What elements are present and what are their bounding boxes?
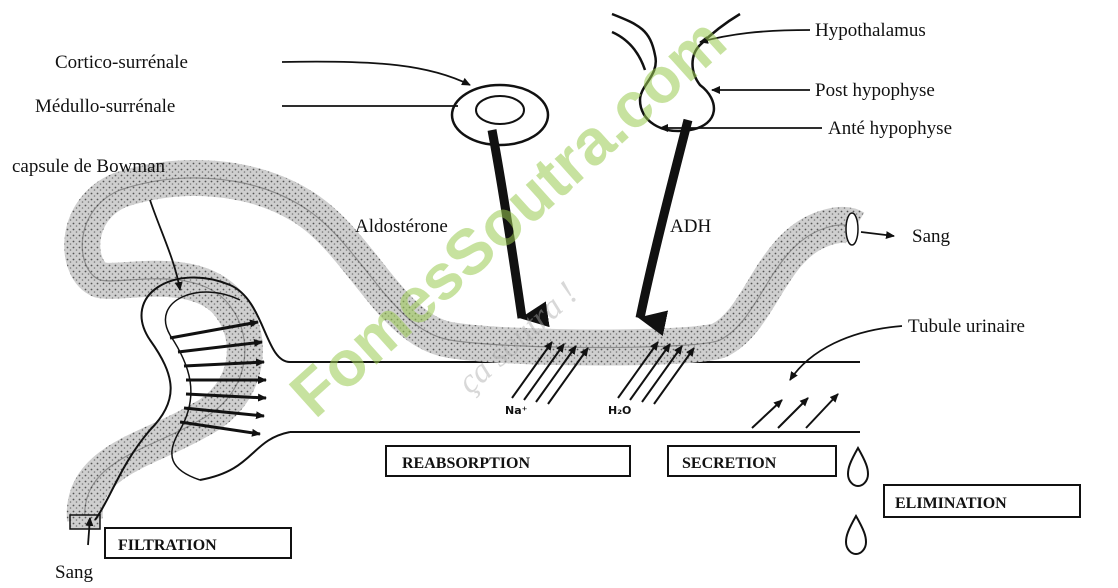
h2o-label: H₂O (608, 404, 631, 417)
adrenal-gland (452, 85, 548, 145)
cortico-label: Cortico-surrénale (55, 52, 188, 73)
droplet-icon (846, 516, 866, 554)
adh-label: ADH (670, 216, 711, 237)
vessel-inlet (70, 515, 100, 529)
droplet-icon (848, 448, 868, 486)
svg-text:REABSORPTION: REABSORPTION (402, 455, 530, 472)
ante-hypophyse-label: Anté hypophyse (828, 118, 952, 139)
elimination-box: ELIMINATION (884, 485, 1080, 517)
sang-in-label: Sang (55, 562, 94, 583)
secretion-box: SECRETION (668, 446, 836, 476)
svg-text:FILTRATION: FILTRATION (118, 537, 217, 554)
hypothalamus-label: Hypothalamus (815, 20, 926, 41)
post-hypophyse-label: Post hypophyse (815, 80, 935, 101)
sang-out-label: Sang (912, 226, 951, 247)
filtration-box: FILTRATION (105, 528, 291, 558)
na-label: Na⁺ (505, 404, 528, 417)
medullo-label: Médullo-surrénale (35, 96, 175, 117)
reabsorption-box: REABSORPTION (386, 446, 630, 476)
capsule-label: capsule de Bowman (12, 156, 166, 177)
svg-text:SECRETION: SECRETION (682, 455, 777, 472)
vessel-outlet (846, 213, 858, 245)
tubule-label: Tubule urinaire (908, 316, 1025, 337)
svg-text:ELIMINATION: ELIMINATION (895, 495, 1007, 512)
secretion-arrows (752, 394, 838, 428)
